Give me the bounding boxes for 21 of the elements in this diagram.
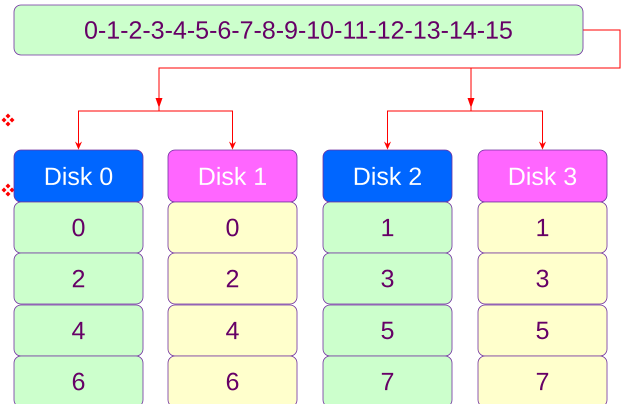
block-cell: 3: [322, 252, 452, 304]
block-cell: 4: [168, 304, 298, 356]
block-cell: 5: [322, 304, 452, 356]
block-cell: 2: [14, 252, 144, 304]
disk-header: Disk 0: [14, 150, 144, 202]
block-cell: 0: [168, 202, 298, 254]
block-cell: 0: [14, 202, 144, 254]
disk-header: Disk 1: [168, 150, 298, 202]
block-cell: 2: [168, 252, 298, 304]
block-cell: 3: [478, 252, 608, 304]
block-cell: 7: [478, 356, 608, 404]
block-cell: 6: [168, 356, 298, 404]
disk-header: Disk 3: [478, 150, 608, 202]
block-cell: 5: [478, 304, 608, 356]
disk-header: Disk 2: [322, 150, 452, 202]
block-cell: 1: [322, 202, 452, 254]
block-cell: 4: [14, 304, 144, 356]
block-cell: 7: [322, 356, 452, 404]
block-cell: 1: [478, 202, 608, 254]
block-cell: 6: [14, 356, 144, 404]
number-sequence-box: 0-1-2-3-4-5-6-7-8-9-10-11-12-13-14-15: [14, 4, 584, 56]
